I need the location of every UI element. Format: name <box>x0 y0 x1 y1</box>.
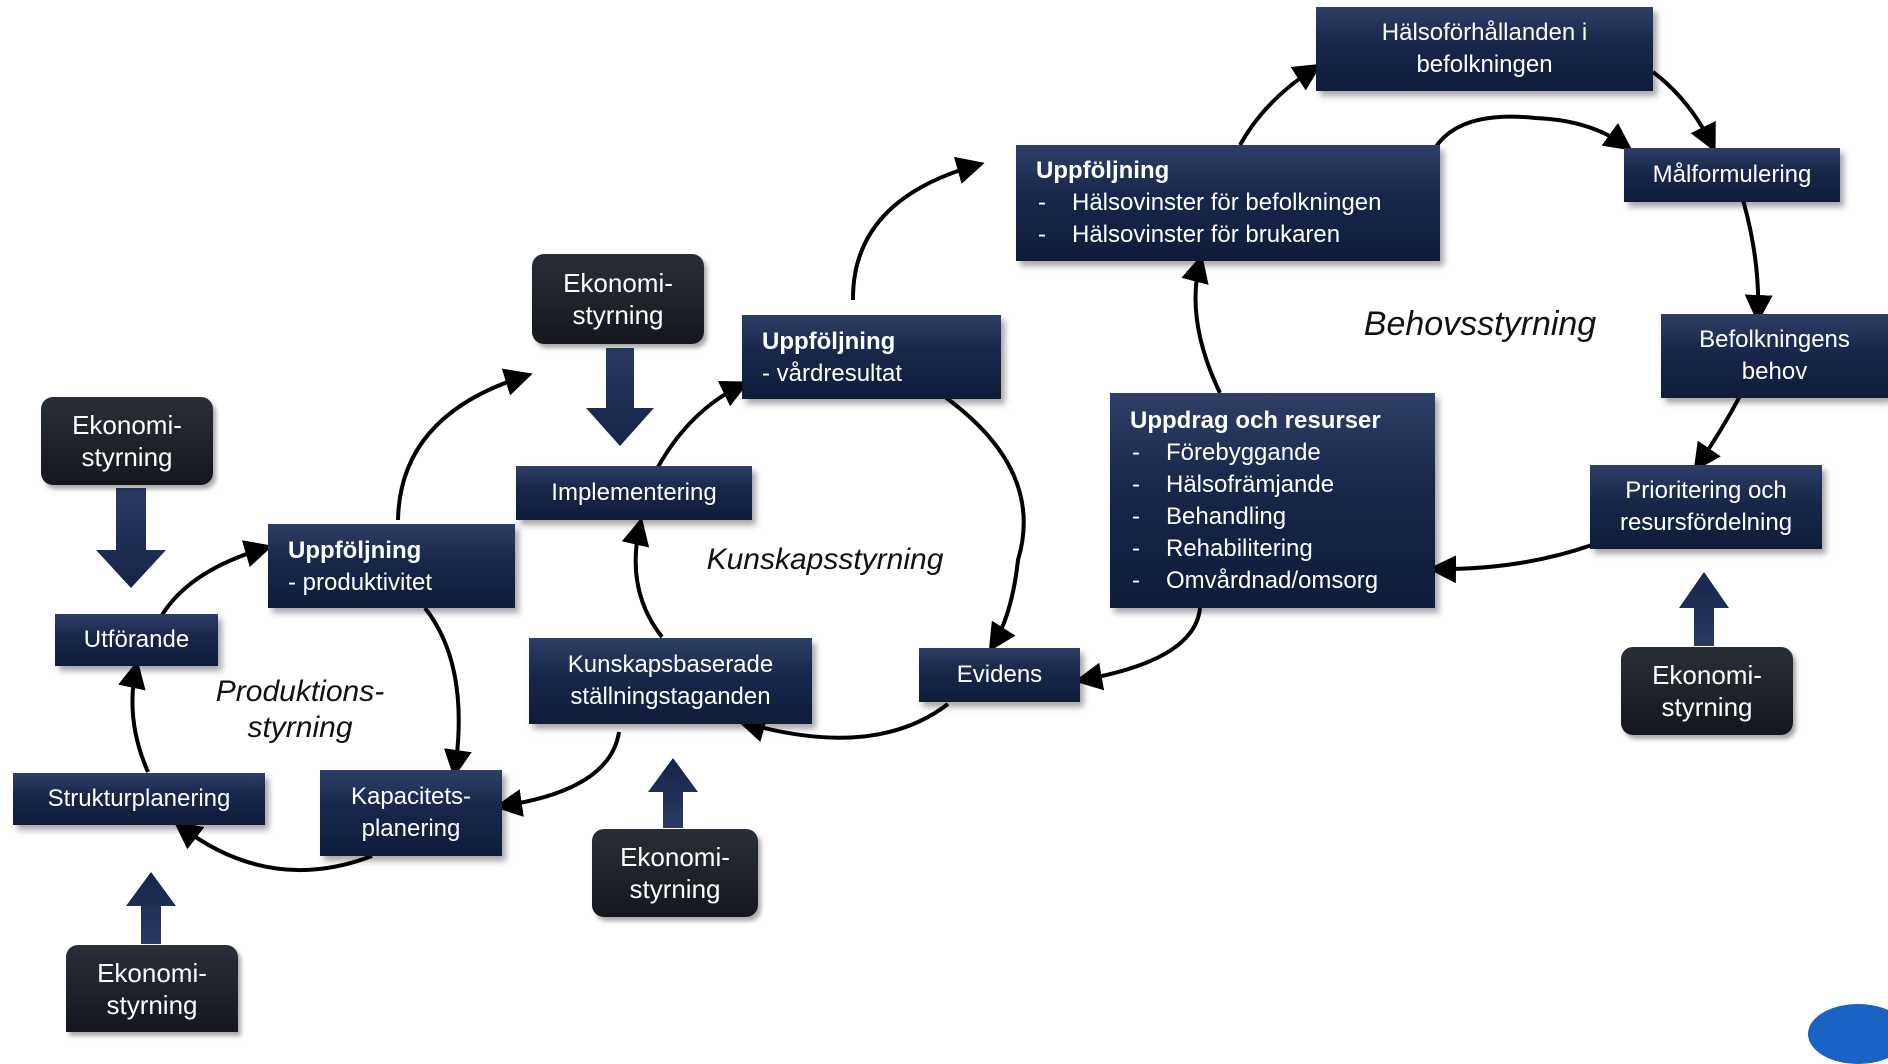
ekonomistyrning-box-3: Ekonomi- styrning <box>66 945 238 1032</box>
ekonomi-line-2: styrning <box>106 989 198 1020</box>
block-arrow-up-1 <box>126 872 176 944</box>
ekonomi-line-1: Ekonomi- <box>97 957 207 988</box>
arrow-struktur-to-utforande <box>118 660 150 773</box>
produktionsstyrning-line-1: Produktions- <box>215 675 385 708</box>
halsoforhallanden-line-1: Hälsoförhållanden i <box>1381 19 1588 46</box>
implementering-label: Implementering <box>551 479 717 506</box>
list-item: Hälsofrämjande <box>1130 469 1421 501</box>
connector-layer <box>96 63 1773 944</box>
arrow-produktivitet-to-kunskap-cycle <box>396 368 533 521</box>
box-kapacitetsplanering: Kapacitets- planering <box>320 770 502 856</box>
kunskapsbaserade-line-2: ställningstaganden <box>570 683 771 710</box>
behov-line-1: Befolkningens <box>1699 326 1850 353</box>
ekonomi-line-2: styrning <box>572 300 664 330</box>
box-uppfoljning-vardresultat: Uppföljning - vårdresultat <box>742 315 1001 399</box>
prioritering-line-1: Prioritering och <box>1625 477 1787 504</box>
list-item: Omvårdnad/omsorg <box>1130 565 1421 597</box>
list-item: Förebyggande <box>1130 437 1421 469</box>
box-befolkningens-behov: Befolkningens behov <box>1661 314 1888 398</box>
arrow-kunskapsbaserade-to-implementering <box>621 517 664 639</box>
uppfoljning-halsovinster-title: Uppföljning <box>1036 157 1170 184</box>
strukturplanering-label: Strukturplanering <box>47 785 231 812</box>
ekonomistyrning-box-5: Ekonomi- styrning <box>1621 647 1793 735</box>
block-arrow-up-2 <box>648 758 698 828</box>
box-implementering: Implementering <box>516 466 752 520</box>
uppfoljning-vardresultat-sub: - vårdresultat <box>762 360 903 387</box>
uppfoljning-produktivitet-title: Uppföljning <box>288 537 422 564</box>
behovsstyrning-text: Behovsstyrning <box>1363 305 1597 343</box>
box-uppfoljning-halsovinster: Uppföljning Hälsovinster för befolkninge… <box>1016 145 1440 261</box>
arrow-vardresultat-to-evidens <box>943 395 1026 652</box>
arrow-produktivitet-to-kapacitets <box>423 606 472 778</box>
ekonomistyrning-box-4: Ekonomi- styrning <box>592 829 758 917</box>
list-item: Hälsovinster för brukaren <box>1036 219 1426 251</box>
block-arrow-down-1 <box>96 488 166 588</box>
block-arrow-up-3 <box>1679 572 1729 646</box>
kapacitets-line-1: Kapacitets- <box>350 783 472 810</box>
ekonomi-line-1: Ekonomi- <box>1652 660 1762 690</box>
label-kunskapsstyrning: Kunskapsstyrning <box>690 542 960 578</box>
box-kunskapsbaserade: Kunskapsbaserade ställningstaganden <box>529 638 812 724</box>
box-strukturplanering: Strukturplanering <box>13 773 265 825</box>
box-evidens: Evidens <box>919 648 1080 702</box>
uppdrag-list: Förebyggande Hälsofrämjande Behandling R… <box>1130 437 1421 597</box>
ekonomistyrning-box-1: Ekonomi- styrning <box>41 397 213 485</box>
list-item: Rehabilitering <box>1130 533 1421 565</box>
box-halsoforhallanden: Hälsoförhållanden i befolkningen <box>1316 7 1653 91</box>
arrow-prioritering-to-uppdrag <box>1428 543 1593 584</box>
arrow-uppfoljning-to-malformulering <box>1433 114 1633 151</box>
ekonomi-line-2: styrning <box>1661 692 1753 722</box>
ekonomistyrning-box-2: Ekonomi- styrning <box>532 254 704 344</box>
arrow-utforande-to-produktivitet <box>160 540 273 617</box>
uppdrag-title: Uppdrag och resurser <box>1130 407 1381 434</box>
box-prioritering: Prioritering och resursfördelning <box>1590 465 1822 549</box>
arrow-uppdrag-to-uppfoljning <box>1181 254 1222 394</box>
ekonomi-line-1: Ekonomi- <box>72 410 182 440</box>
evidens-label: Evidens <box>956 661 1043 688</box>
behov-line-2: behov <box>1741 358 1808 385</box>
arrow-malformulering-to-behov <box>1741 199 1773 323</box>
prioritering-line-2: resursfördelning <box>1619 509 1793 536</box>
ekonomi-line-2: styrning <box>629 874 721 904</box>
label-produktionsstyrning: Produktions- styrning <box>185 674 415 746</box>
logo-icon <box>1808 1004 1888 1064</box>
malformulering-label: Målformulering <box>1652 161 1812 188</box>
arrow-uppfoljning-to-halsoforhallanden <box>1238 63 1322 146</box>
halsoforhallanden-line-2: befolkningen <box>1416 51 1553 78</box>
box-malformulering: Målformulering <box>1624 148 1840 202</box>
kunskapsbaserade-line-1: Kunskapsbaserade <box>567 651 774 678</box>
list-item: Behandling <box>1130 501 1421 533</box>
produktionsstyrning-line-2: styrning <box>247 711 353 744</box>
utforande-label: Utförande <box>83 626 190 653</box>
list-item: Hälsovinster för befolkningen <box>1036 187 1426 219</box>
ekonomi-line-2: styrning <box>81 442 173 472</box>
uppfoljning-vardresultat-title: Uppföljning <box>762 328 896 355</box>
arrow-evidens-to-kunskapsbaserade <box>737 702 950 742</box>
halsovinster-list: Hälsovinster för befolkningen Hälsovinst… <box>1036 187 1426 251</box>
arrow-vardresultat-to-behov-cycle <box>850 156 985 301</box>
arrow-uppdrag-to-evidens <box>1074 607 1202 691</box>
arrow-implementering-to-vardresultat <box>656 381 750 468</box>
block-arrow-down-2 <box>586 348 654 446</box>
box-uppfoljning-produktivitet: Uppföljning - produktivitet <box>268 524 515 608</box>
box-utforande: Utförande <box>55 614 218 666</box>
kapacitets-line-2: planering <box>361 815 461 842</box>
arrow-kapacitets-to-struktur <box>173 821 373 872</box>
box-uppdrag-och-resurser: Uppdrag och resurser Förebyggande Hälsof… <box>1110 393 1435 608</box>
kunskapsstyrning-text: Kunskapsstyrning <box>706 543 944 576</box>
arrow-halsoforhallanden-to-malformulering <box>1651 70 1716 153</box>
uppfoljning-produktivitet-sub: - produktivitet <box>288 569 433 596</box>
arrow-kunskapsbaserade-to-kapacitets <box>494 731 621 817</box>
arrow-behov-to-prioritering <box>1693 395 1742 472</box>
ekonomi-line-1: Ekonomi- <box>563 268 673 298</box>
ekonomi-line-1: Ekonomi- <box>620 842 730 872</box>
label-behovsstyrning: Behovsstyrning <box>1350 306 1610 342</box>
